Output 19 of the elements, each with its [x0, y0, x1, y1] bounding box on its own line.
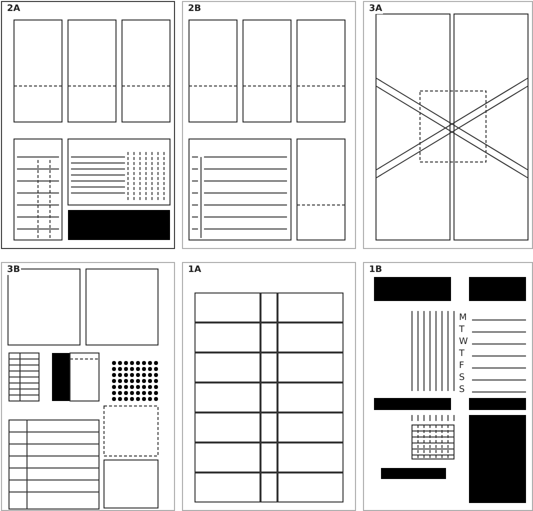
page-template-card: [182, 1, 356, 249]
template-code: 2B: [187, 4, 202, 14]
page-template-card: [182, 262, 356, 511]
weekday-letter: S: [459, 373, 465, 383]
template-code: 1A: [187, 265, 202, 275]
template-code: 1B: [368, 265, 384, 275]
weekday-letter: F: [459, 361, 464, 371]
page-template-card: [363, 1, 533, 249]
template-code: 3A: [368, 4, 384, 14]
page-template-card: [363, 262, 533, 511]
page-template-card: [1, 1, 175, 249]
weekday-letter: S: [459, 385, 465, 395]
weekday-letter: T: [459, 349, 464, 359]
template-code: 2A: [6, 4, 22, 14]
page-template-card: [1, 262, 175, 511]
weekday-letter: M: [459, 313, 467, 323]
template-code: 3B: [6, 265, 22, 275]
weekday-letter: W: [459, 337, 468, 347]
weekday-letter: T: [459, 325, 464, 335]
